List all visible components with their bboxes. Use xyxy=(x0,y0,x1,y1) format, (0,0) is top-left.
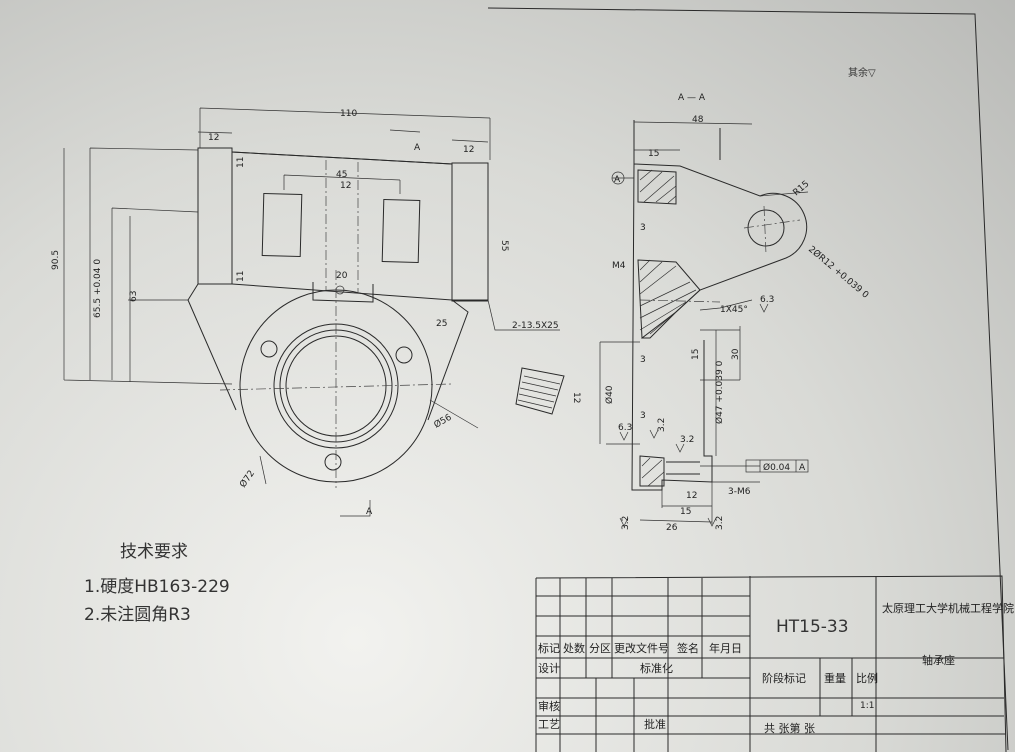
dim-rib-depth: 55 xyxy=(499,240,509,251)
dim-sec-b26: 26 xyxy=(666,523,678,533)
tb-review: 审核 xyxy=(538,699,560,713)
tb-approve: 批准 xyxy=(644,717,666,731)
geometric-tolerance-frame xyxy=(745,459,809,473)
dim-sec-d40: Ø40 xyxy=(604,385,615,404)
dim-height-total: 90.5 xyxy=(51,250,61,270)
tb-header-mark: 标记 xyxy=(538,641,560,655)
dim-sec-thread: 3-M6 xyxy=(728,487,751,497)
front-view: 110 12 12 45 12 20 55 11 11 90.5 65.5 +0… xyxy=(51,107,581,517)
rough-2: 6.3 xyxy=(618,423,632,433)
tb-part-number: HT15-33 xyxy=(776,617,849,637)
dim-height-low: 63 xyxy=(129,291,139,302)
tb-design: 设计 xyxy=(538,662,560,675)
tech-req-title: 技术要求 xyxy=(120,542,188,562)
rough-4: 3.2 xyxy=(680,435,694,445)
tb-stage-mark: 阶段标记 xyxy=(762,671,806,685)
tb-header-count: 处数 xyxy=(563,642,585,655)
dim-sec-top-flange: 15 xyxy=(648,149,659,159)
rough-3: 3.2 xyxy=(657,418,667,432)
dim-boss-width: 20 xyxy=(336,271,348,281)
tb-standardize: 标准化 xyxy=(640,661,673,675)
section-mark-bottom: A xyxy=(366,507,373,517)
rough-6: 3.2 xyxy=(715,516,725,530)
surface-finish-note: 其余▽ xyxy=(848,66,876,79)
tb-process: 工艺 xyxy=(538,718,560,731)
dim-sec-r15: R15 xyxy=(792,179,812,198)
svg-text:12: 12 xyxy=(571,392,581,403)
dim-sec-v30: 30 xyxy=(731,348,741,360)
datum-a: A xyxy=(614,175,621,185)
dim-sec-v15: 15 xyxy=(691,349,701,360)
tb-header-zone: 分区 xyxy=(589,642,611,655)
section-mark-top: A xyxy=(414,143,421,153)
tol-value: Ø0.04 xyxy=(763,462,790,473)
dim-dia-outer: Ø72 xyxy=(237,468,257,490)
dim-small-h1: 11 xyxy=(236,157,246,168)
tech-req-line2: 2.未注圆角R3 xyxy=(84,605,191,625)
dim-sec-b15: 15 xyxy=(680,507,691,517)
rough-5: 3.2 xyxy=(621,516,631,530)
dim-holes: 2-13.5X25 xyxy=(512,321,559,331)
dim-sec-3b: 3 xyxy=(640,355,646,365)
dim-sec-chamfer: 1X45° xyxy=(720,305,748,315)
dim-slot-mid: 12 xyxy=(340,181,351,191)
dim-sec-overall: 48 xyxy=(692,115,704,125)
dim-height-mid: 65.5 +0.04 0 xyxy=(93,259,103,318)
dim-left-flange: 12 xyxy=(208,133,219,143)
tech-req-line1: 1.硬度HB163-229 xyxy=(84,577,230,597)
dim-slot-span: 45 xyxy=(336,170,347,180)
dim-sec-m4: M4 xyxy=(612,261,626,271)
rough-1: 6.3 xyxy=(760,295,774,305)
tol-datum: A xyxy=(799,463,806,473)
dim-sec-d47: Ø47 +0.039 0 xyxy=(714,360,725,424)
dim-sec-3c: 3 xyxy=(640,411,646,421)
section-view: A — A 48 15 A R15 2ØR12 +0.039 0 M4 1X45… xyxy=(599,93,871,533)
dim-sec-hole: 2ØR12 +0.039 0 xyxy=(806,244,871,301)
tb-school: 太原理工大学机械工程学院 xyxy=(882,601,1014,615)
dim-overall-width: 110 xyxy=(340,109,357,119)
technical-requirements: 技术要求 1.硬度HB163-229 2.未注圆角R3 xyxy=(84,542,230,625)
drawing-frame xyxy=(487,7,1009,751)
dim-chamfer: 25 xyxy=(436,319,447,329)
dim-dia-bore: Ø56 xyxy=(432,412,454,431)
tb-scale-value: 1:1 xyxy=(860,701,874,711)
rib-section: 12 xyxy=(515,367,581,415)
section-title: A — A xyxy=(678,93,706,103)
dim-sec-3a: 3 xyxy=(640,223,646,233)
tb-header-sign: 签名 xyxy=(677,641,699,655)
dim-sec-b12: 12 xyxy=(686,491,697,501)
tb-sheets: 共 张第 张 xyxy=(764,721,815,735)
tb-weight: 重量 xyxy=(824,671,846,685)
tb-scale: 比例 xyxy=(856,671,878,685)
dim-small-h2: 11 xyxy=(236,271,246,282)
tb-header-doc: 更改文件号 xyxy=(614,641,669,655)
tb-header-date: 年月日 xyxy=(709,641,742,655)
title-block: 标记 处数 分区 更改文件号 签名 年月日 设计 标准化 审核 工艺 批准 HT… xyxy=(535,575,1014,752)
tb-part-name: 轴承座 xyxy=(922,653,955,667)
dim-right-flange: 12 xyxy=(463,145,474,155)
